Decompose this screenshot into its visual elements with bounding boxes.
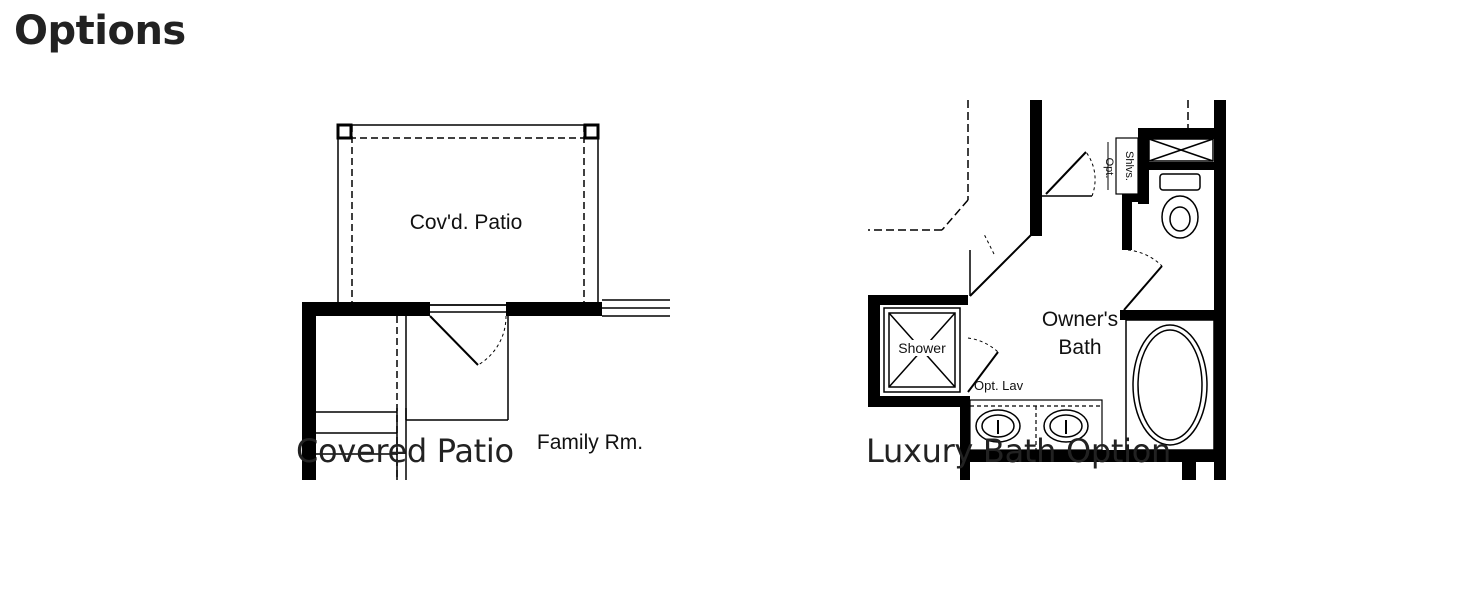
label-owners-bath-line2: Bath: [1058, 336, 1101, 359]
option-luxury-bath[interactable]: Opt. Shlvs. Shower Owner's Bat: [862, 90, 1242, 490]
luxury-bath-floor-plan: Opt. Shlvs. Shower Owner's Bat: [868, 100, 1226, 480]
page-title: Options: [14, 8, 186, 54]
label-opt-shelves-2: Shlvs.: [1123, 151, 1135, 181]
covered-patio-floor-plan: Cov'd. Patio Family Rm.: [302, 123, 670, 480]
label-opt-lav: Opt. Lav: [974, 378, 1024, 393]
option-caption-luxury-bath[interactable]: Luxury Bath Option: [866, 432, 1171, 470]
label-family-room: Family Rm.: [537, 431, 643, 454]
label-shower: Shower: [898, 340, 946, 356]
label-opt-shelves-1: Opt.: [1103, 158, 1115, 179]
label-owners-bath-line1: Owner's: [1042, 308, 1118, 331]
label-covered-patio-room: Cov'd. Patio: [410, 211, 523, 234]
option-covered-patio[interactable]: Cov'd. Patio Family Rm.: [296, 90, 686, 490]
option-caption-covered-patio[interactable]: Covered Patio: [296, 432, 514, 470]
